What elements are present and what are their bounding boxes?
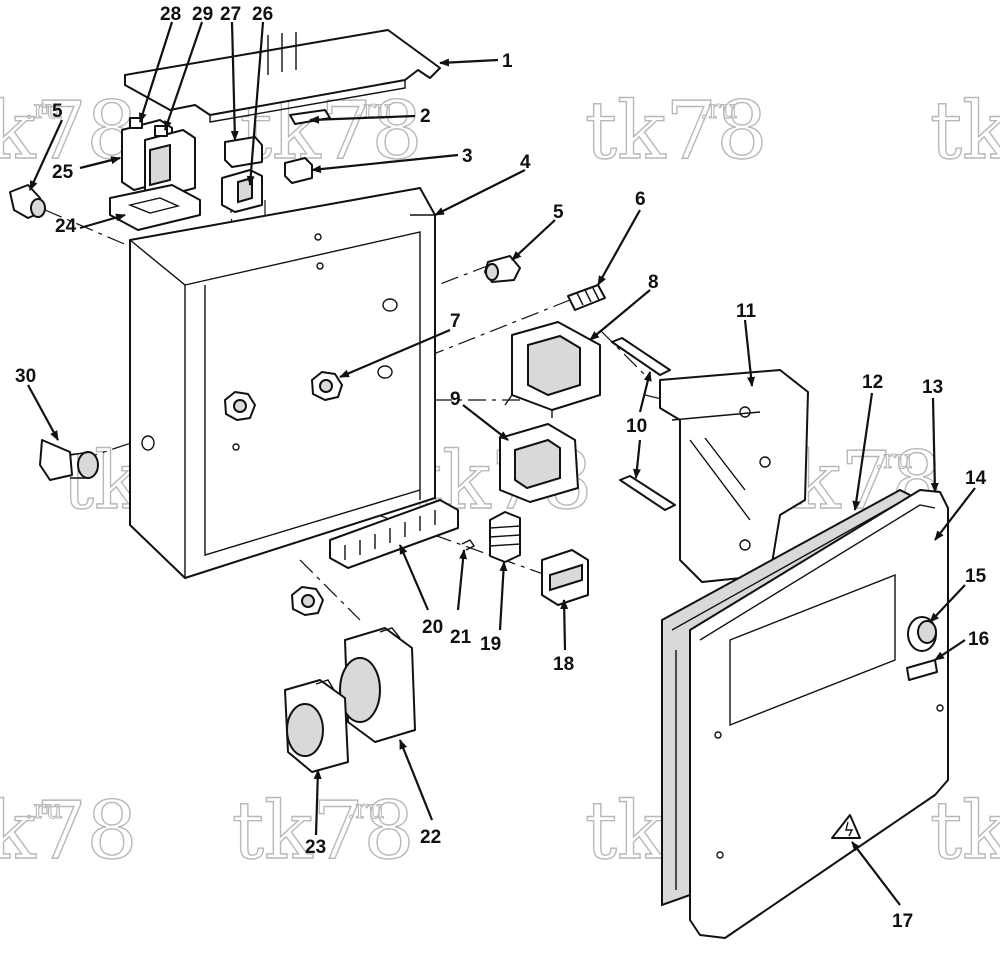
callout-8: 8 <box>648 272 659 293</box>
part-7-nut <box>311 371 343 401</box>
callout-2: 2 <box>420 106 431 127</box>
part-22-transformer <box>339 627 416 743</box>
callout-3: 3 <box>462 146 473 167</box>
callout-4: 4 <box>520 152 531 173</box>
part-24-relay-base <box>109 184 201 231</box>
part-1-top-cover <box>124 29 441 123</box>
callout-25: 25 <box>52 162 74 183</box>
callout-30: 30 <box>15 366 36 387</box>
watermark: tk78 <box>929 783 1000 877</box>
part-27-relay <box>224 136 263 168</box>
svg-text:.ru: .ru <box>347 795 384 825</box>
nut-inside <box>224 391 256 421</box>
callout-11: 11 <box>736 301 757 322</box>
callout-26: 26 <box>252 4 273 25</box>
callout-19: 19 <box>480 634 501 655</box>
callout-10: 10 <box>626 416 647 437</box>
svg-text:tk78: tk78 <box>930 84 1000 177</box>
svg-text:.ru: .ru <box>700 95 737 125</box>
part-4-enclosure <box>129 187 436 579</box>
watermark: tk78.ru <box>0 783 138 877</box>
callout-5-right: 5 <box>553 202 564 223</box>
part-26-socket <box>221 169 263 213</box>
callout-21: 21 <box>450 627 472 648</box>
nut-bottom <box>291 586 324 616</box>
svg-text:.ru: .ru <box>25 95 62 125</box>
callout-24: 24 <box>55 216 77 237</box>
svg-text:tk78: tk78 <box>585 84 767 177</box>
part-6-grommet <box>567 284 606 311</box>
part-16-label <box>906 659 938 681</box>
part-5-connector-right <box>484 255 521 283</box>
svg-text:tk78: tk78 <box>0 784 137 877</box>
callout-29: 29 <box>192 4 213 25</box>
part-15-knob <box>907 616 937 652</box>
callout-7: 7 <box>450 311 461 332</box>
watermark: tk78.ru <box>584 83 768 177</box>
part-21-clip <box>461 539 476 551</box>
callout-15: 15 <box>965 566 987 587</box>
part-30-connector <box>39 439 99 481</box>
callout-22: 22 <box>420 827 441 848</box>
callout-6: 6 <box>635 189 646 210</box>
watermark: tk78.ru <box>0 83 138 177</box>
part-5-connector-left <box>9 184 46 219</box>
part-11-shield <box>659 369 809 583</box>
svg-text:.ru: .ru <box>875 445 912 475</box>
part-25-relays <box>121 117 196 199</box>
part-9-terminal-base <box>499 423 579 503</box>
callout-1: 1 <box>502 51 513 72</box>
callout-27: 27 <box>220 4 241 25</box>
part-10-standoffs <box>611 337 676 511</box>
part-8-module <box>504 321 601 418</box>
part-18-clamp <box>541 549 589 606</box>
part-19-strain-relief <box>489 511 521 563</box>
callout-23: 23 <box>305 837 326 858</box>
callout-labels: 1 2 3 4 5 5 6 7 8 9 10 11 12 13 14 15 16… <box>15 4 989 932</box>
part-23-transformer <box>284 679 349 773</box>
part-17-warning-sign <box>831 814 861 839</box>
callout-9: 9 <box>450 389 461 410</box>
callout-16: 16 <box>968 629 989 650</box>
svg-text:tk78: tk78 <box>232 784 414 877</box>
part-20-terminal-strip <box>329 499 459 569</box>
watermark: tk78 <box>929 83 1000 177</box>
part-3-clip <box>284 157 313 184</box>
callout-14: 14 <box>965 468 987 489</box>
callout-17: 17 <box>892 911 913 932</box>
callout-18: 18 <box>553 654 574 675</box>
callout-28: 28 <box>160 4 181 25</box>
leader-lines <box>27 21 976 906</box>
callout-5-left: 5 <box>52 101 63 122</box>
part-13-door <box>689 489 949 939</box>
svg-text:.ru: .ru <box>355 95 392 125</box>
svg-text:.ru: .ru <box>25 795 62 825</box>
svg-text:tk78: tk78 <box>930 784 1000 877</box>
callout-12: 12 <box>862 372 883 393</box>
watermark: tk78.ru <box>231 783 415 877</box>
callout-13: 13 <box>922 377 943 398</box>
callout-20: 20 <box>422 617 443 638</box>
